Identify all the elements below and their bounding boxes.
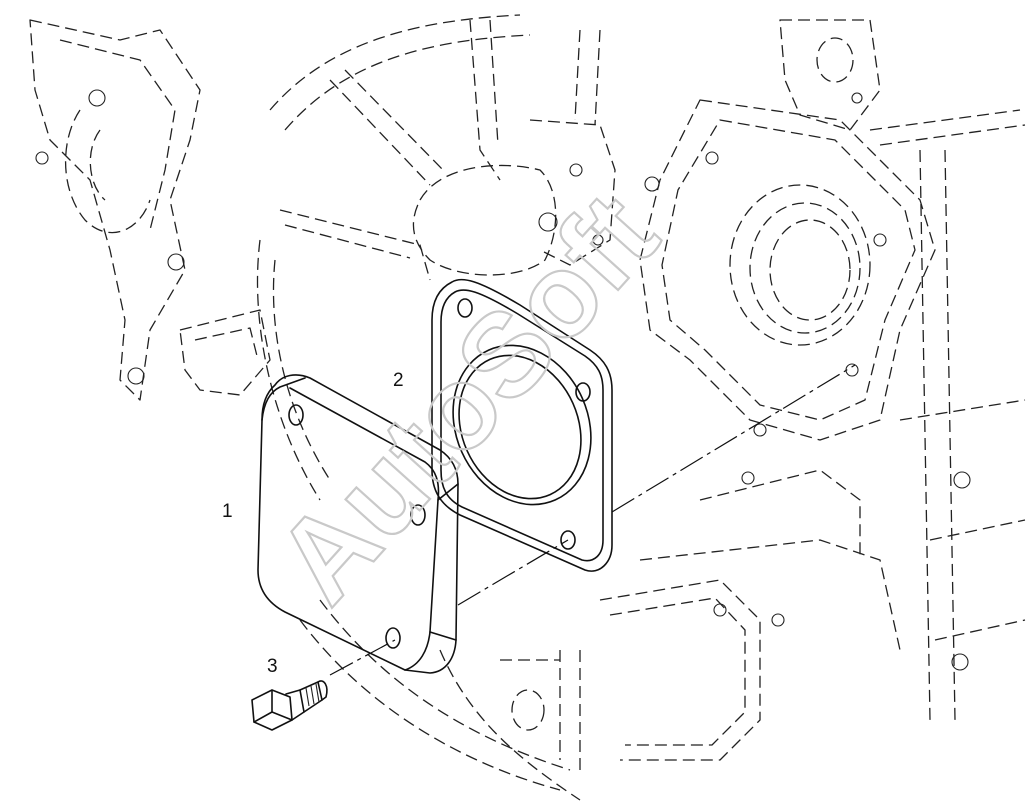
engine-housing <box>29 14 1026 801</box>
callout-1: 1 <box>222 501 233 522</box>
callout-2: 2 <box>393 370 404 391</box>
watermark: AutoSoft <box>250 168 684 629</box>
callout-3: 3 <box>267 656 278 677</box>
part-cover-plate <box>257 374 459 674</box>
assembly-leader-lines <box>329 364 856 676</box>
watermark-text: AutoSoft <box>251 169 682 627</box>
part-flange-bolt <box>251 680 328 731</box>
part-gasket <box>431 278 613 572</box>
